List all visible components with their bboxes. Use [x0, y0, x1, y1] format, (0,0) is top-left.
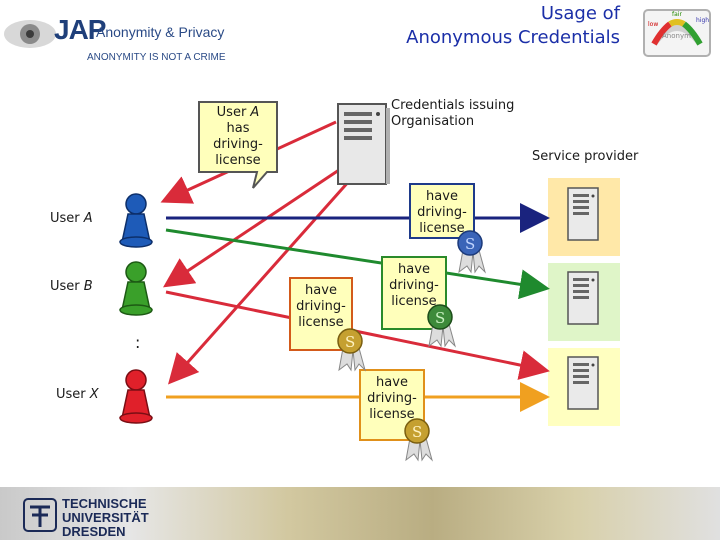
seal-icon-gold-red: S	[337, 328, 366, 372]
credential-a-line3: license	[419, 221, 465, 236]
user-b-word: User	[50, 279, 84, 294]
credential-red-line2: driving-	[296, 299, 346, 314]
title-line-2: Anonymous Credentials	[406, 27, 620, 48]
credential-x-line3: license	[369, 407, 415, 422]
issue-arrow-user-x	[168, 179, 352, 385]
callout-text: User A has driving- license	[199, 105, 277, 169]
user-x-id: X	[89, 387, 99, 402]
service-provider-label: Service provider	[532, 149, 639, 164]
user-b-id: B	[83, 279, 93, 294]
page-title: Usage of Anonymous Credentials	[406, 2, 620, 50]
more-users-ellipsis: :	[135, 333, 141, 352]
issuer-label-line2: Organisation	[391, 114, 475, 129]
tud-line3: DRESDEN	[62, 524, 126, 539]
credential-x-line1: have	[376, 375, 408, 390]
callout-user-id: A	[250, 105, 260, 120]
credential-x-line2: driving-	[367, 391, 417, 406]
credential-b-line2: driving-	[389, 278, 439, 293]
gauge-low-word: low	[648, 21, 658, 28]
user-x-word: User	[56, 387, 90, 402]
issue-arrow-user-b	[163, 166, 343, 288]
user-x-pawn-icon	[119, 369, 153, 424]
issuer-label-line1: Credentials issuing	[391, 98, 515, 113]
credential-user-a: have driving- license	[409, 183, 475, 239]
credential-red-line1: have	[305, 283, 337, 298]
tu-dresden-logo-icon	[23, 498, 57, 532]
credential-b-line3: license	[391, 294, 437, 309]
seal-icon-gold-orange: S	[404, 418, 433, 462]
svg-text:S: S	[435, 309, 445, 327]
seal-icon-green: S	[427, 304, 456, 348]
callout-bubble	[198, 101, 278, 189]
svg-text:S: S	[412, 423, 422, 441]
svg-text:S: S	[345, 333, 355, 351]
logo-subtitle: Anonymity & Privacy	[96, 24, 225, 40]
user-a-id: A	[83, 211, 93, 226]
callout-line3: driving-	[213, 137, 263, 152]
service-server-icon-b	[567, 271, 599, 325]
service-server-icon-a	[567, 187, 599, 241]
tu-dresden-wordmark: TECHNISCHE UNIVERSITÄT DRESDEN	[62, 497, 149, 539]
gauge-anonym-word: Anonym	[662, 32, 691, 40]
issuer-label: Credentials issuing Organisation	[391, 98, 514, 130]
credential-red-line3: license	[298, 315, 344, 330]
credential-b-line1: have	[398, 262, 430, 277]
footer-bar	[0, 487, 720, 540]
service-server-icon-x	[567, 356, 599, 410]
show-arrow-user-b	[165, 228, 550, 300]
jap-logo: JAP Anonymity & Privacy ANONYMITY IS NOT…	[0, 0, 260, 70]
tud-line2: UNIVERSITÄT	[62, 510, 149, 525]
user-b-pawn-icon	[119, 261, 153, 316]
user-x-label: User X	[56, 387, 99, 402]
gauge-high-word: high	[696, 17, 709, 24]
logo-wordmark: JAP	[54, 14, 106, 45]
callout-user-word: User	[216, 105, 251, 120]
svg-text:S: S	[465, 235, 475, 253]
eye-logo-icon	[4, 20, 56, 48]
logo-tagline: ANONYMITY IS NOT A CRIME	[87, 52, 226, 63]
callout-line4: license	[215, 153, 261, 168]
tud-line1: TECHNISCHE	[62, 496, 147, 511]
anonymity-gauge-icon: low fair high Anonym	[643, 9, 711, 57]
issuer-server-icon	[337, 103, 390, 185]
callout-line1: User A	[199, 105, 277, 121]
credential-user-b: have driving- license	[381, 256, 447, 330]
seal-icon-blue: S	[457, 230, 486, 274]
callout-line2: has	[226, 121, 250, 136]
credential-a-line2: driving-	[417, 205, 467, 220]
user-a-word: User	[50, 211, 84, 226]
credential-a-line1: have	[426, 189, 458, 204]
user-b-label: User B	[50, 279, 93, 294]
user-a-pawn-icon	[119, 193, 153, 248]
user-a-label: User A	[50, 211, 93, 226]
title-line-1: Usage of	[540, 3, 620, 24]
gauge-fair-word: fair	[672, 11, 682, 18]
